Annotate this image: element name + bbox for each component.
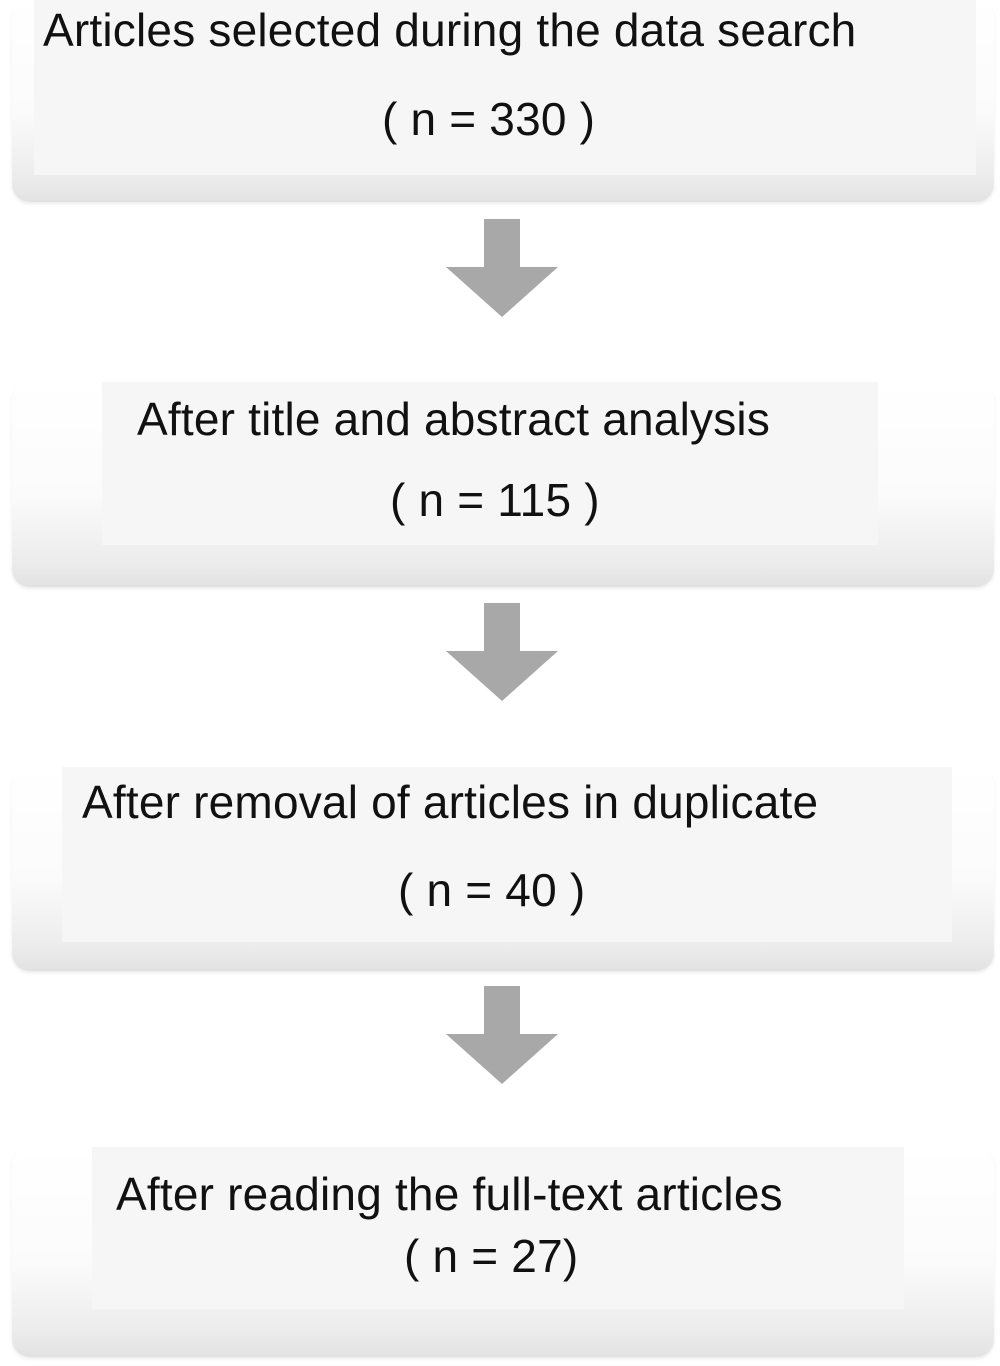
step-1-label: Articles selected during the data search <box>43 4 857 56</box>
step-box-2: After title and abstract analysis ( n = … <box>102 382 878 545</box>
step-4-label: After reading the full-text articles <box>116 1168 783 1220</box>
step-3-label: After removal of articles in duplicate <box>82 776 819 828</box>
down-arrow-icon <box>446 986 558 1086</box>
step-box-4: After reading the full-text articles ( n… <box>92 1147 904 1309</box>
step-2-count: ( n = 115 ) <box>390 474 600 526</box>
step-box-3: After removal of articles in duplicate (… <box>62 767 952 942</box>
step-2-label: After title and abstract analysis <box>137 393 771 445</box>
step-1-count: ( n = 330 ) <box>382 93 596 145</box>
down-arrow-icon <box>446 603 558 703</box>
step-3-count: ( n = 40 ) <box>398 864 586 916</box>
step-4-count: ( n = 27) <box>404 1230 579 1282</box>
step-box-1: Articles selected during the data search… <box>34 0 976 175</box>
down-arrow-icon <box>446 219 558 319</box>
